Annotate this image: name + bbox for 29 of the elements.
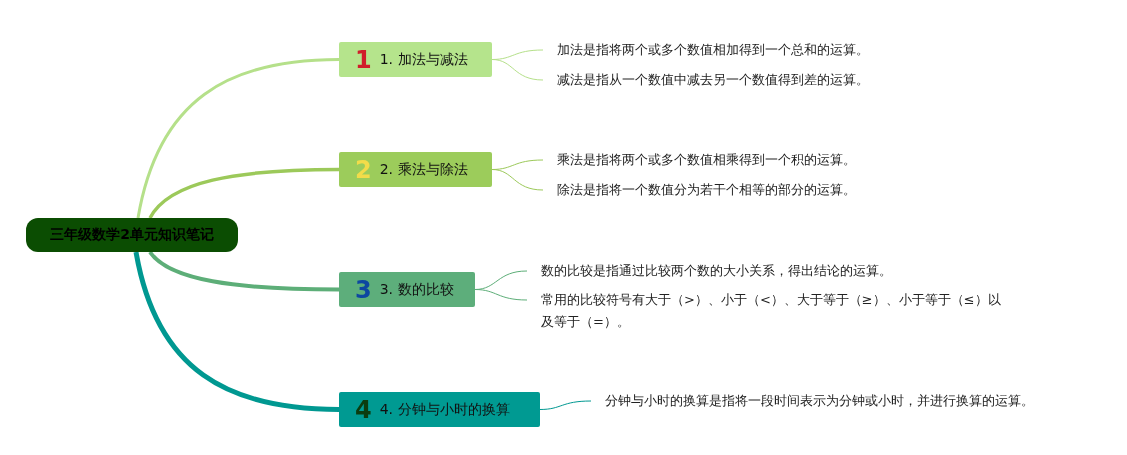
note-text: 减法是指从一个数值中减去另一个数值得到差的运算。: [543, 69, 943, 91]
leaf-connector: [539, 400, 592, 410]
note-text: 乘法是指将两个或多个数值相乘得到一个积的运算。: [543, 149, 943, 171]
step-number: 2: [355, 157, 372, 182]
topic-box: [339, 392, 540, 427]
topic-label: 1. 加法与减法: [379, 50, 468, 69]
topic-label: 2. 乘法与除法: [379, 160, 468, 179]
branch-connector: [148, 250, 339, 292]
branch-connector: [133, 251, 340, 412]
step-number: 4: [355, 397, 372, 422]
branch-connector: [136, 58, 340, 219]
note-text: 加法是指将两个或多个数值相加得到一个总和的运算。: [543, 39, 943, 61]
topic-label: 4. 分钟与小时的换算: [379, 400, 510, 419]
root-box: [26, 218, 238, 252]
note-text: 除法是指将一个数值分为若干个相等的部分的运算。: [543, 179, 943, 201]
leaf-connector: [491, 59, 544, 81]
note-text: 数的比较是指通过比较两个数的大小关系，得出结论的运算。: [527, 260, 1007, 282]
note-text: 常用的比较符号有大于（>）、小于（<）、大于等于（≥）、小于等于（≤）以及等于（=）。: [527, 289, 1011, 333]
topic-box: [339, 272, 475, 307]
topic-label: 3. 数的比较: [379, 280, 454, 299]
note-text: 分钟与小时的换算是指将一段时间表示为分钟或小时，并进行换算的运算。: [591, 390, 1091, 412]
branch-connector: [148, 167, 339, 219]
topic-box: [339, 152, 492, 187]
step-number: 3: [355, 277, 372, 302]
leaf-connector: [491, 169, 544, 191]
step-number: 1: [355, 47, 372, 72]
root-title: 三年级数学2单元知识笔记: [50, 226, 214, 244]
leaf-connector: [474, 289, 528, 301]
topic-box: [339, 42, 492, 77]
